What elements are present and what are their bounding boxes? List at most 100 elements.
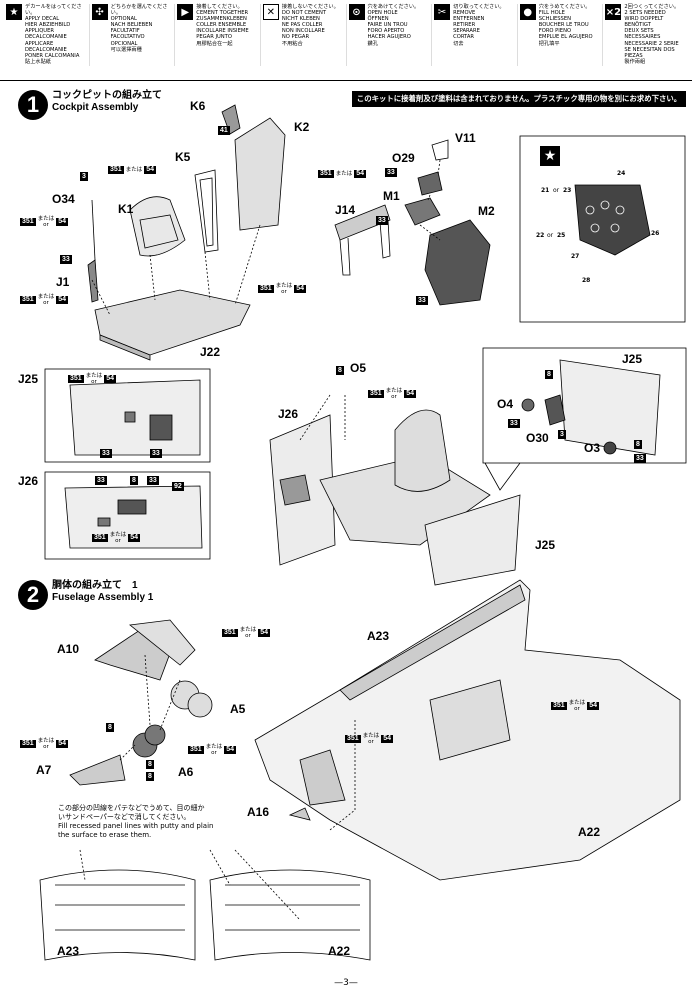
legend-item-no-cement: ✕接着しないでください。 DO NOT CEMENT NICHT KLEBEN …: [261, 4, 347, 66]
part-label-m1: M1: [383, 189, 400, 203]
decal-number: 27: [571, 253, 580, 260]
legend-item-remove: ✂切り取ってください。 REMOVE ENTFERNEN RETIRER SEP…: [432, 4, 518, 66]
decal-number: 25: [557, 232, 566, 239]
star-icon: ★: [540, 146, 560, 166]
part-label-o5: O5: [350, 361, 367, 375]
open-hole-icon: ⊙: [348, 4, 365, 20]
paint-badge: 8: [336, 366, 344, 375]
part-label-a22: A22: [578, 825, 601, 839]
step-2-header: 2 胴体の組み立て 1 Fuselage Assembly 1: [18, 580, 153, 610]
decal-number: 21: [541, 187, 550, 194]
paint-badge: 3: [80, 172, 88, 181]
paint-badge: 33: [385, 168, 397, 177]
part-label-k2: K2: [294, 120, 310, 134]
header-divider: [0, 80, 692, 81]
legend-item-open-hole: ⊙穴をあけてください。 OPEN HOLE ÖFFNEN FAIRE UN TR…: [347, 4, 433, 66]
optional-icon: ✣: [91, 4, 108, 20]
mount-m1-drawing: [404, 197, 441, 226]
legend-text: 穴をあけてください。 OPEN HOLE ÖFFNEN FAIRE UN TRO…: [367, 4, 420, 47]
frame-k5-drawing: [194, 169, 219, 253]
paint-badge: 3: [558, 430, 566, 439]
paint-badge: 33: [100, 449, 112, 458]
decal-number: 23: [563, 187, 572, 194]
step-title-jp: コックピットの組み立て: [52, 90, 162, 101]
step-1-header: 1 コックピットの組み立て Cockpit Assembly: [18, 90, 162, 120]
step-number: 2: [18, 580, 48, 610]
part-label-j14: J14: [335, 203, 356, 217]
part-label-a10: A10: [57, 642, 80, 656]
star-icon: ★: [6, 4, 22, 20]
legend-item-fill-hole: ●穴をうめてください。 FILL HOLE SCHLIESSEN BOUCHER…: [518, 4, 604, 66]
part-label-o4: O4: [497, 397, 514, 411]
fill-hole-icon: ●: [519, 4, 536, 20]
part-label-k5: K5: [175, 150, 191, 164]
legend-text: 2回つくってください。 2 SETS NEEDED WIRD DOPPELT B…: [624, 4, 680, 65]
decal-number: 22: [536, 232, 545, 239]
paint-badge: 8: [106, 723, 114, 732]
part-label-a23: A23: [57, 944, 80, 958]
part-label-j25: J25: [622, 352, 643, 366]
paint-badge: 8: [130, 476, 138, 485]
paint-badge: 33: [95, 476, 107, 485]
panel-j25-drawing: [424, 494, 521, 586]
part-label-v11: V11: [455, 131, 476, 145]
legend-text: 接着しないでください。 DO NOT CEMENT NICHT KLEBEN N…: [281, 4, 339, 47]
part-label-j25: J25: [535, 538, 556, 552]
panel-m2-drawing: [424, 219, 491, 306]
putty-note: この部分の凹線をパテなどでうめて、目の細か いサンドペーパーなどで消してください…: [58, 804, 214, 839]
paint-badge: 8: [146, 772, 154, 781]
paint-badge: 8: [634, 440, 642, 449]
step-number: 1: [18, 90, 48, 120]
part-label-o3: O3: [584, 441, 601, 455]
part-label-k1: K1: [118, 202, 134, 216]
decal-number: 26: [651, 230, 660, 237]
panel-j14-drawing: [334, 204, 391, 241]
paint-badge: 33: [147, 476, 159, 485]
notice-banner: このキットに接着剤及び塗料は含まれておりません。プラスチック専用の物を別にお求め…: [352, 91, 686, 107]
part-label-a16: A16: [247, 805, 270, 819]
paint-badge: 41: [218, 126, 230, 135]
part-label-j1: J1: [56, 275, 70, 289]
remove-icon: ✂: [434, 4, 451, 20]
paint-badge: 8: [146, 760, 154, 769]
part-label-a7: A7: [36, 763, 52, 777]
seat-assembled-drawing: [394, 409, 451, 492]
panel-a7-drawing: [69, 754, 126, 786]
part-label-o30: O30: [526, 431, 549, 445]
decal-number: 28: [582, 277, 591, 284]
paint-badge: 33: [508, 419, 520, 428]
legend-text: デカールをはってください。 APPLY DECAL HIER ABZIEHBIL…: [25, 4, 82, 65]
step-title-en: Cockpit Assembly: [52, 102, 139, 113]
paint-badge: 33: [60, 255, 72, 264]
legend-text: 接着してください。 CEMENT TOGETHER ZUSAMMENKLEBEN…: [196, 4, 249, 47]
part-label-j22: J22: [200, 345, 221, 359]
legend-item-optional: ✣どちらかを選んでください。 OPTIONAL NACH BELIEBEN FA…: [90, 4, 176, 66]
part-label-a23: A23: [367, 629, 390, 643]
part-label-k6: K6: [190, 99, 206, 113]
gunsight-o29-drawing: [417, 171, 443, 196]
step-title-en: Fuselage Assembly 1: [52, 592, 154, 603]
legend-text: 切り取ってください。 REMOVE ENTFERNEN RETIRER SEPA…: [453, 4, 505, 47]
part-label-j25: J25: [18, 372, 39, 386]
paint-badge: 33: [416, 296, 428, 305]
legend-item-apply-decal: ★デカールをはってください。 APPLY DECAL HIER ABZIEHBI…: [4, 4, 90, 66]
page-number: —3—: [334, 978, 358, 988]
step-title-jp: 胴体の組み立て 1: [52, 580, 138, 591]
part-label-a6: A6: [178, 765, 194, 779]
paint-badge: 92: [172, 482, 184, 491]
part-label-j26: J26: [18, 474, 39, 488]
cement-icon: ▶: [177, 4, 194, 20]
